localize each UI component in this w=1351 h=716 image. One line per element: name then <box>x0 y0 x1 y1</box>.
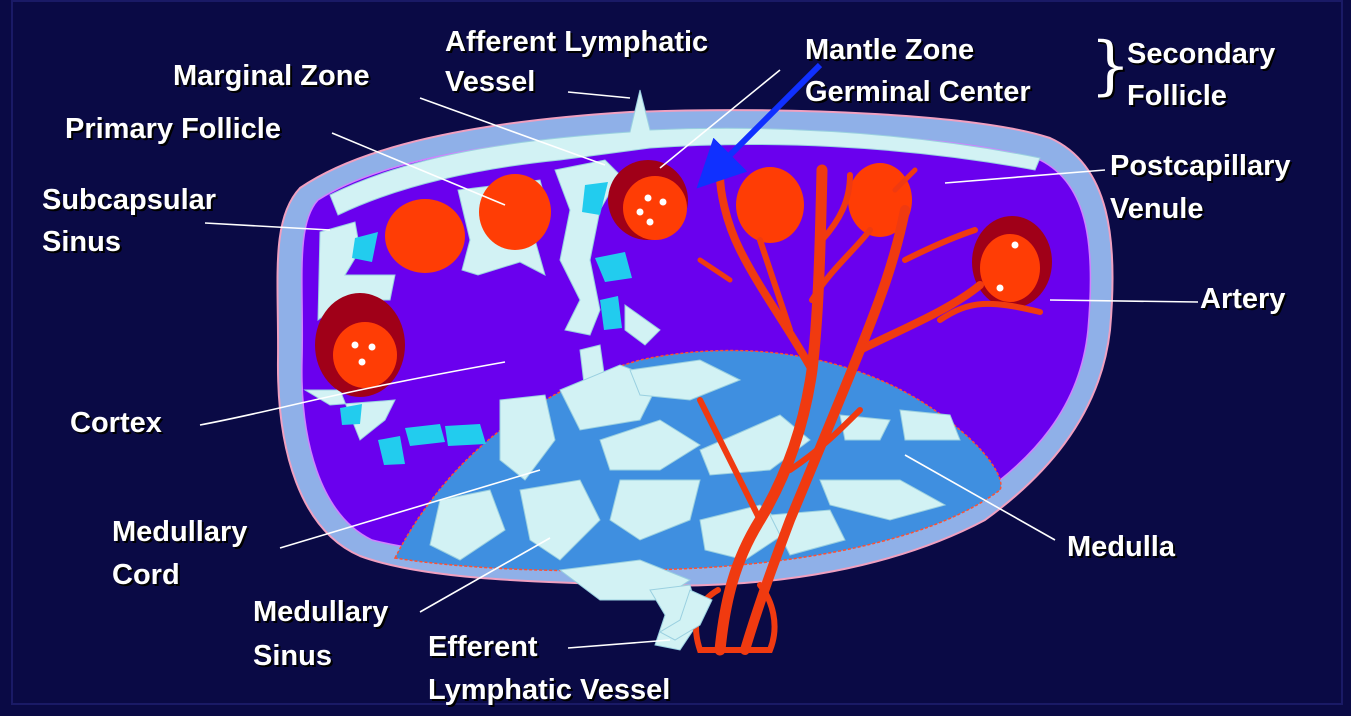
label-medullary-cord-2: Cord <box>112 559 180 592</box>
label-marginal-zone: Marginal Zone <box>173 60 370 93</box>
label-medullary-sinus-1: Medullary <box>253 596 388 629</box>
label-postcapillary-venule: Venule <box>1110 193 1204 226</box>
label-germinal-center: Germinal Center <box>805 76 1031 109</box>
label-medullary-sinus-2: Sinus <box>253 640 332 673</box>
label-primary-follicle: Primary Follicle <box>65 113 281 146</box>
secondary-follicle-brace: } <box>1090 34 1131 98</box>
label-postcapillary: Postcapillary <box>1110 150 1291 183</box>
label-artery: Artery <box>1200 283 1285 316</box>
label-efferent-lymphatic-vessel: Lymphatic Vessel <box>428 674 670 707</box>
label-afferent-lymphatic: Afferent Lymphatic <box>445 26 708 59</box>
label-subcapsular: Subcapsular <box>42 184 216 217</box>
label-secondary: Secondary <box>1127 38 1275 71</box>
label-subcapsular-sinus: Sinus <box>42 226 121 259</box>
label-efferent: Efferent <box>428 631 538 664</box>
label-medulla: Medulla <box>1067 531 1175 564</box>
label-secondary-follicle: Follicle <box>1127 80 1227 113</box>
label-cortex: Cortex <box>70 407 162 440</box>
label-afferent-vessel: Vessel <box>445 66 535 99</box>
label-medullary-cord-1: Medullary <box>112 516 247 549</box>
label-mantle-zone: Mantle Zone <box>805 34 974 67</box>
